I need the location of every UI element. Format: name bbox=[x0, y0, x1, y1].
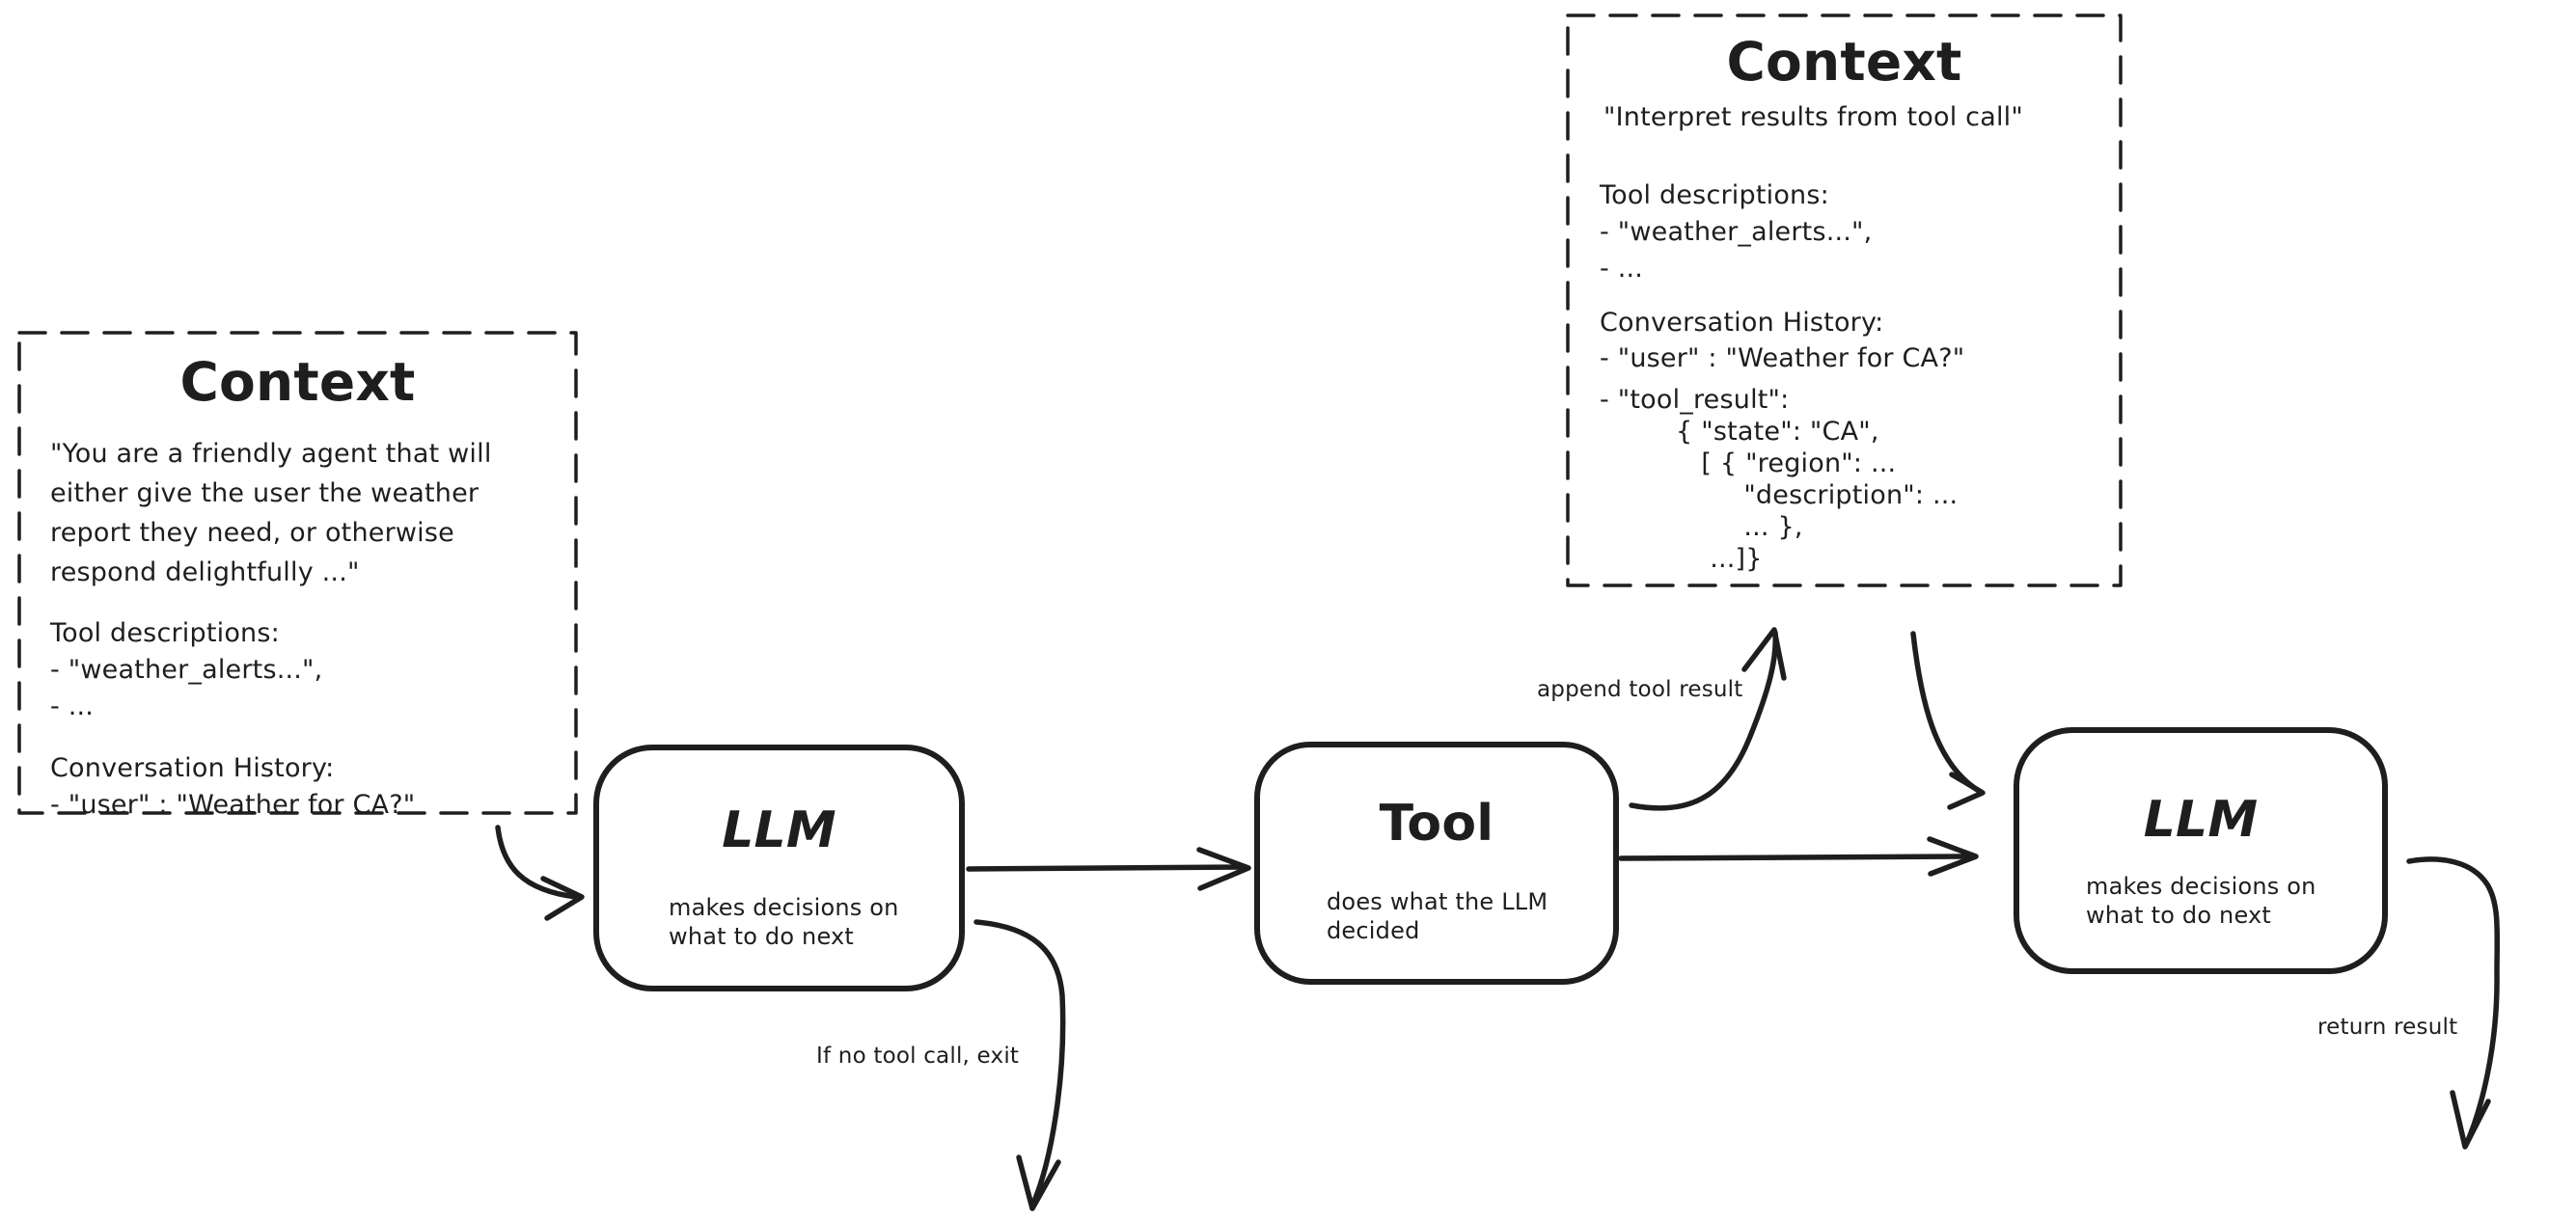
context-top-title: Context bbox=[1726, 31, 1962, 93]
llm1-subtitle: makes decisions on what to do next bbox=[669, 894, 899, 950]
label-no-tool-call-exit: If no tool call, exit bbox=[816, 1044, 1020, 1069]
arrow-llm1-exit bbox=[973, 919, 1066, 1211]
context-left-title: Context bbox=[179, 351, 416, 413]
context-left-conversation-history: Conversation History: - "user" : "Weathe… bbox=[50, 753, 416, 820]
context-top-tool-descriptions: Tool descriptions: - "weather_alerts..."… bbox=[1600, 180, 1873, 284]
arrow-tool-to-llm2 bbox=[1618, 836, 1979, 877]
arrow-context-left-to-llm1 bbox=[495, 825, 585, 921]
tool-node-box bbox=[1254, 742, 1619, 985]
context-top-box bbox=[1566, 14, 2123, 587]
arrowhead-icon bbox=[2450, 1090, 2491, 1150]
context-left-system-prompt: "You are a friendly agent that will eith… bbox=[50, 439, 492, 587]
arrowhead-icon bbox=[1016, 1154, 1061, 1211]
context-top-tool-result: - "tool_result": { "state": "CA", [ { "r… bbox=[1600, 385, 1959, 574]
arrowhead-icon bbox=[1741, 627, 1787, 681]
context-top-instruction: "Interpret results from tool call" bbox=[1603, 102, 2023, 132]
tool-title: Tool bbox=[1379, 795, 1494, 853]
arrowhead-icon bbox=[540, 876, 585, 921]
arrowhead-icon bbox=[1947, 772, 1986, 810]
arrow-return-result bbox=[2406, 856, 2501, 1150]
llm2-node-box bbox=[2014, 727, 2388, 974]
tool-subtitle: does what the LLM decided bbox=[1327, 888, 1548, 944]
arrowhead-icon bbox=[1927, 836, 1979, 877]
context-left-tool-descriptions: Tool descriptions: - "weather_alerts..."… bbox=[50, 618, 323, 721]
context-left-box bbox=[17, 331, 578, 815]
arrow-llm1-to-tool bbox=[966, 847, 1251, 891]
label-append-tool-result: append tool result bbox=[1537, 677, 1743, 702]
label-return-result: return result bbox=[2317, 1015, 2458, 1040]
llm2-subtitle: makes decisions on what to do next bbox=[2086, 873, 2316, 929]
llm2-title: LLM bbox=[2143, 791, 2259, 849]
arrow-context-top-to-llm2 bbox=[1910, 631, 1986, 810]
llm1-node-box bbox=[593, 745, 965, 991]
context-top-conversation-history: Conversation History: - "user" : "Weathe… bbox=[1600, 308, 1965, 373]
arrow-append-tool-result bbox=[1629, 627, 1787, 811]
arrowhead-icon bbox=[1196, 847, 1251, 891]
llm1-title: LLM bbox=[722, 801, 836, 859]
